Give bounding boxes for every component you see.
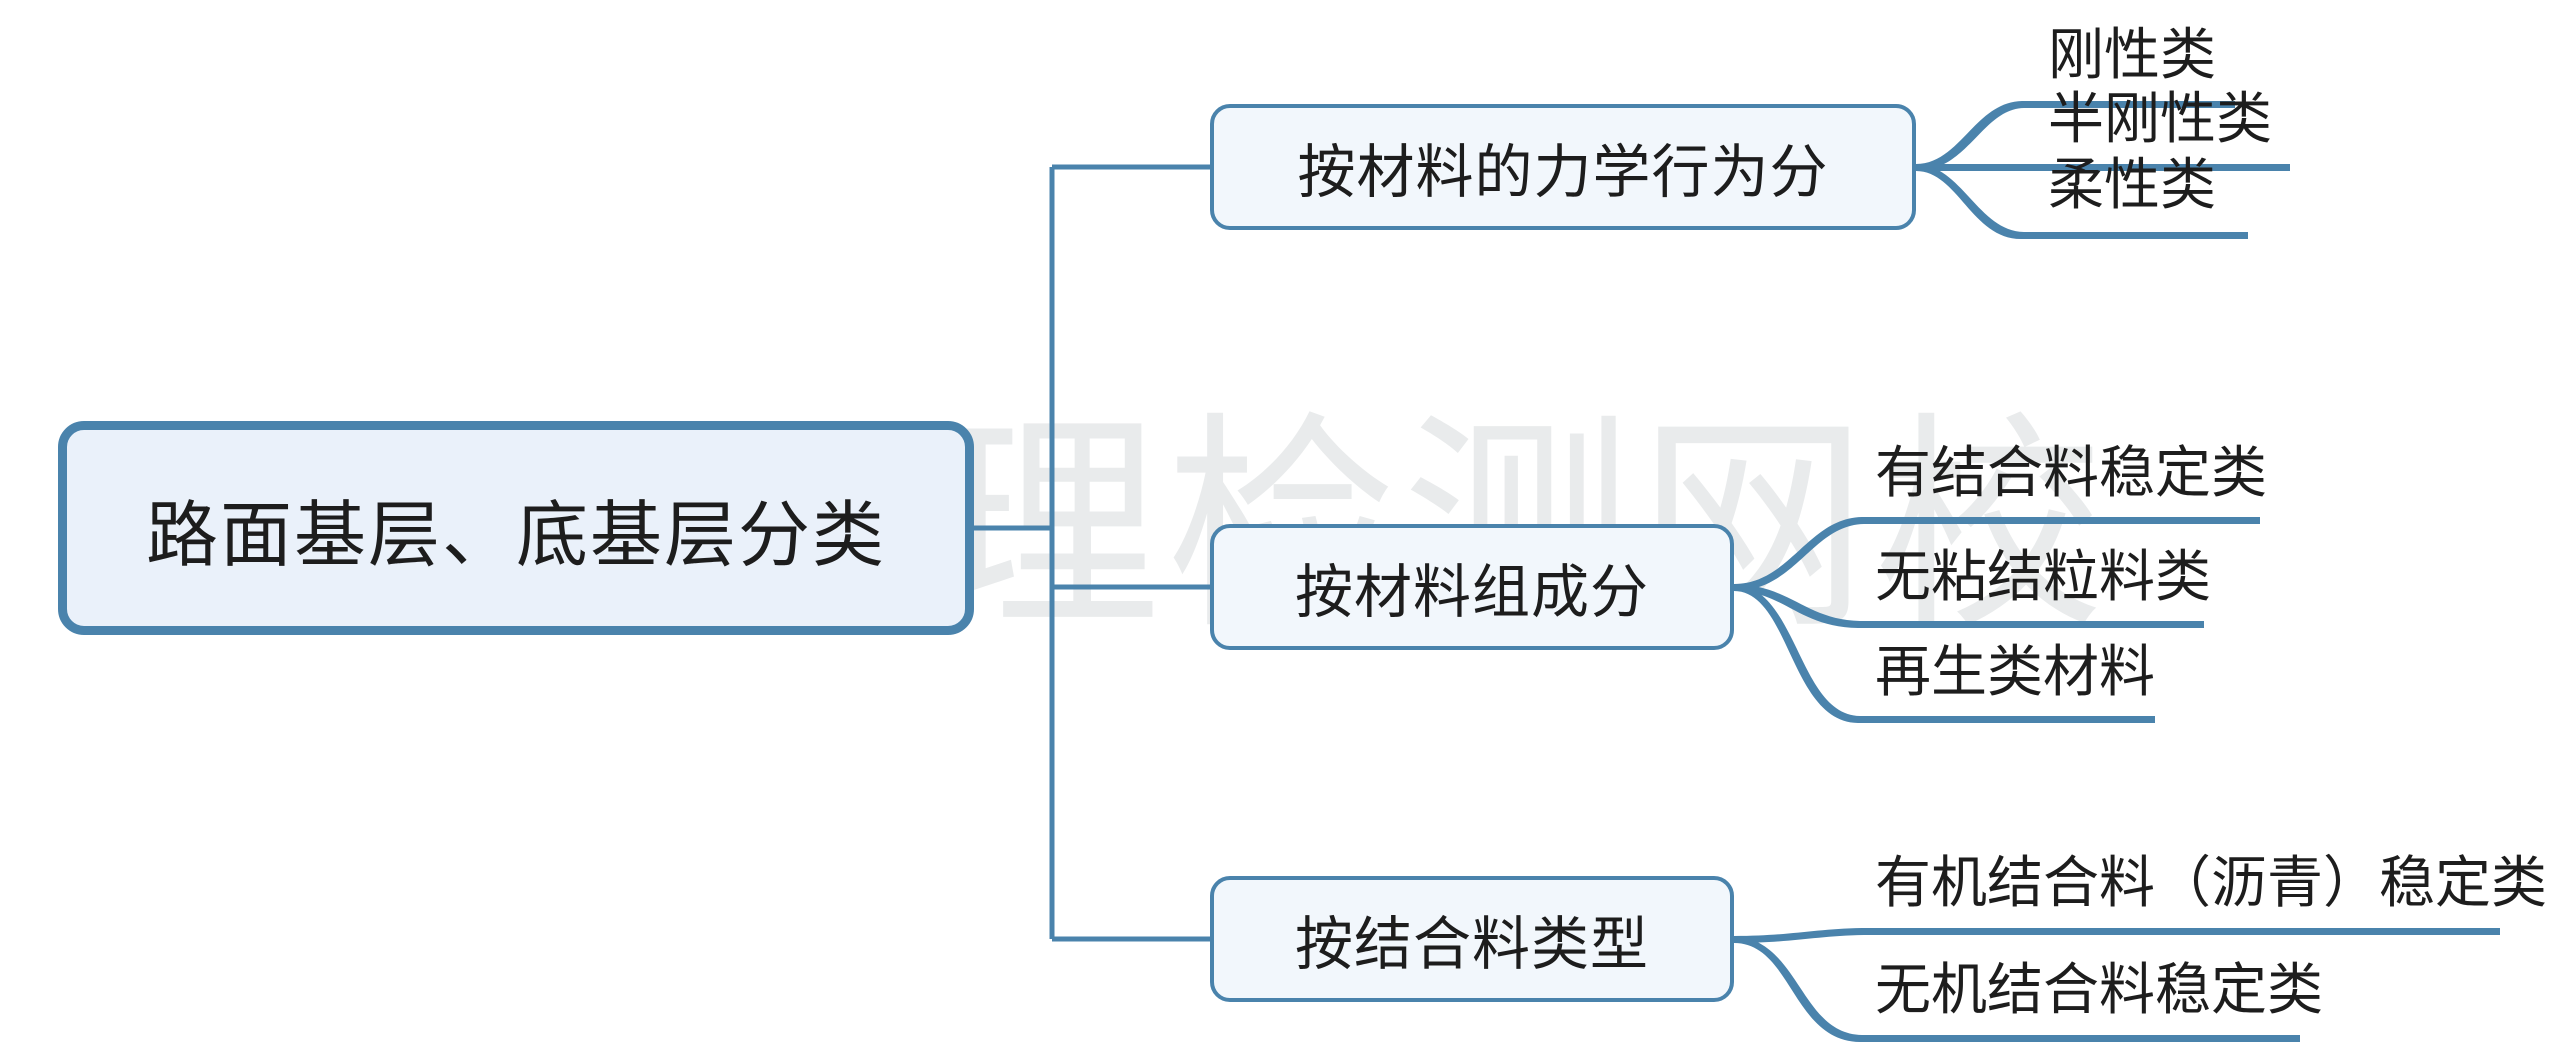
leaf-label-b2-l1[interactable]: 有结合料稳定类: [1875, 443, 2267, 505]
branch-1-connectors: [1916, 101, 2290, 240]
leaf-connector-b1-l2: [1916, 164, 2290, 171]
leaf-label-b1-l1[interactable]: 刚性类: [2048, 25, 2216, 87]
branch-node-3[interactable]: 按结合料类型: [1210, 876, 1734, 1002]
branch-2-connectors: [1734, 517, 2260, 723]
branch-3-connectors: [1734, 928, 2500, 1042]
leaf-label-b2-l3[interactable]: 再生类材料: [1875, 642, 2155, 704]
leaf-connector-b2-l2: [1734, 584, 2204, 628]
branch-node-2[interactable]: 按材料组成分: [1210, 524, 1734, 650]
leaf-connector-b3-l1: [1734, 928, 2500, 943]
leaf-label-b3-l1[interactable]: 有机结合料（沥青）稳定类: [1875, 853, 2547, 915]
leaf-label-b1-l3[interactable]: 柔性类: [2048, 155, 2216, 217]
leaf-label-b2-l2[interactable]: 无粘结粒料类: [1875, 547, 2211, 609]
root-node[interactable]: 路面基层、底基层分类: [58, 421, 974, 635]
branch-node-1[interactable]: 按材料的力学行为分: [1210, 104, 1916, 230]
leaf-label-b1-l2[interactable]: 半刚性类: [2048, 89, 2272, 151]
leaf-label-b3-l2[interactable]: 无机结合料稳定类: [1875, 960, 2323, 1022]
leaf-connector-b1-l1: [1916, 101, 2235, 171]
